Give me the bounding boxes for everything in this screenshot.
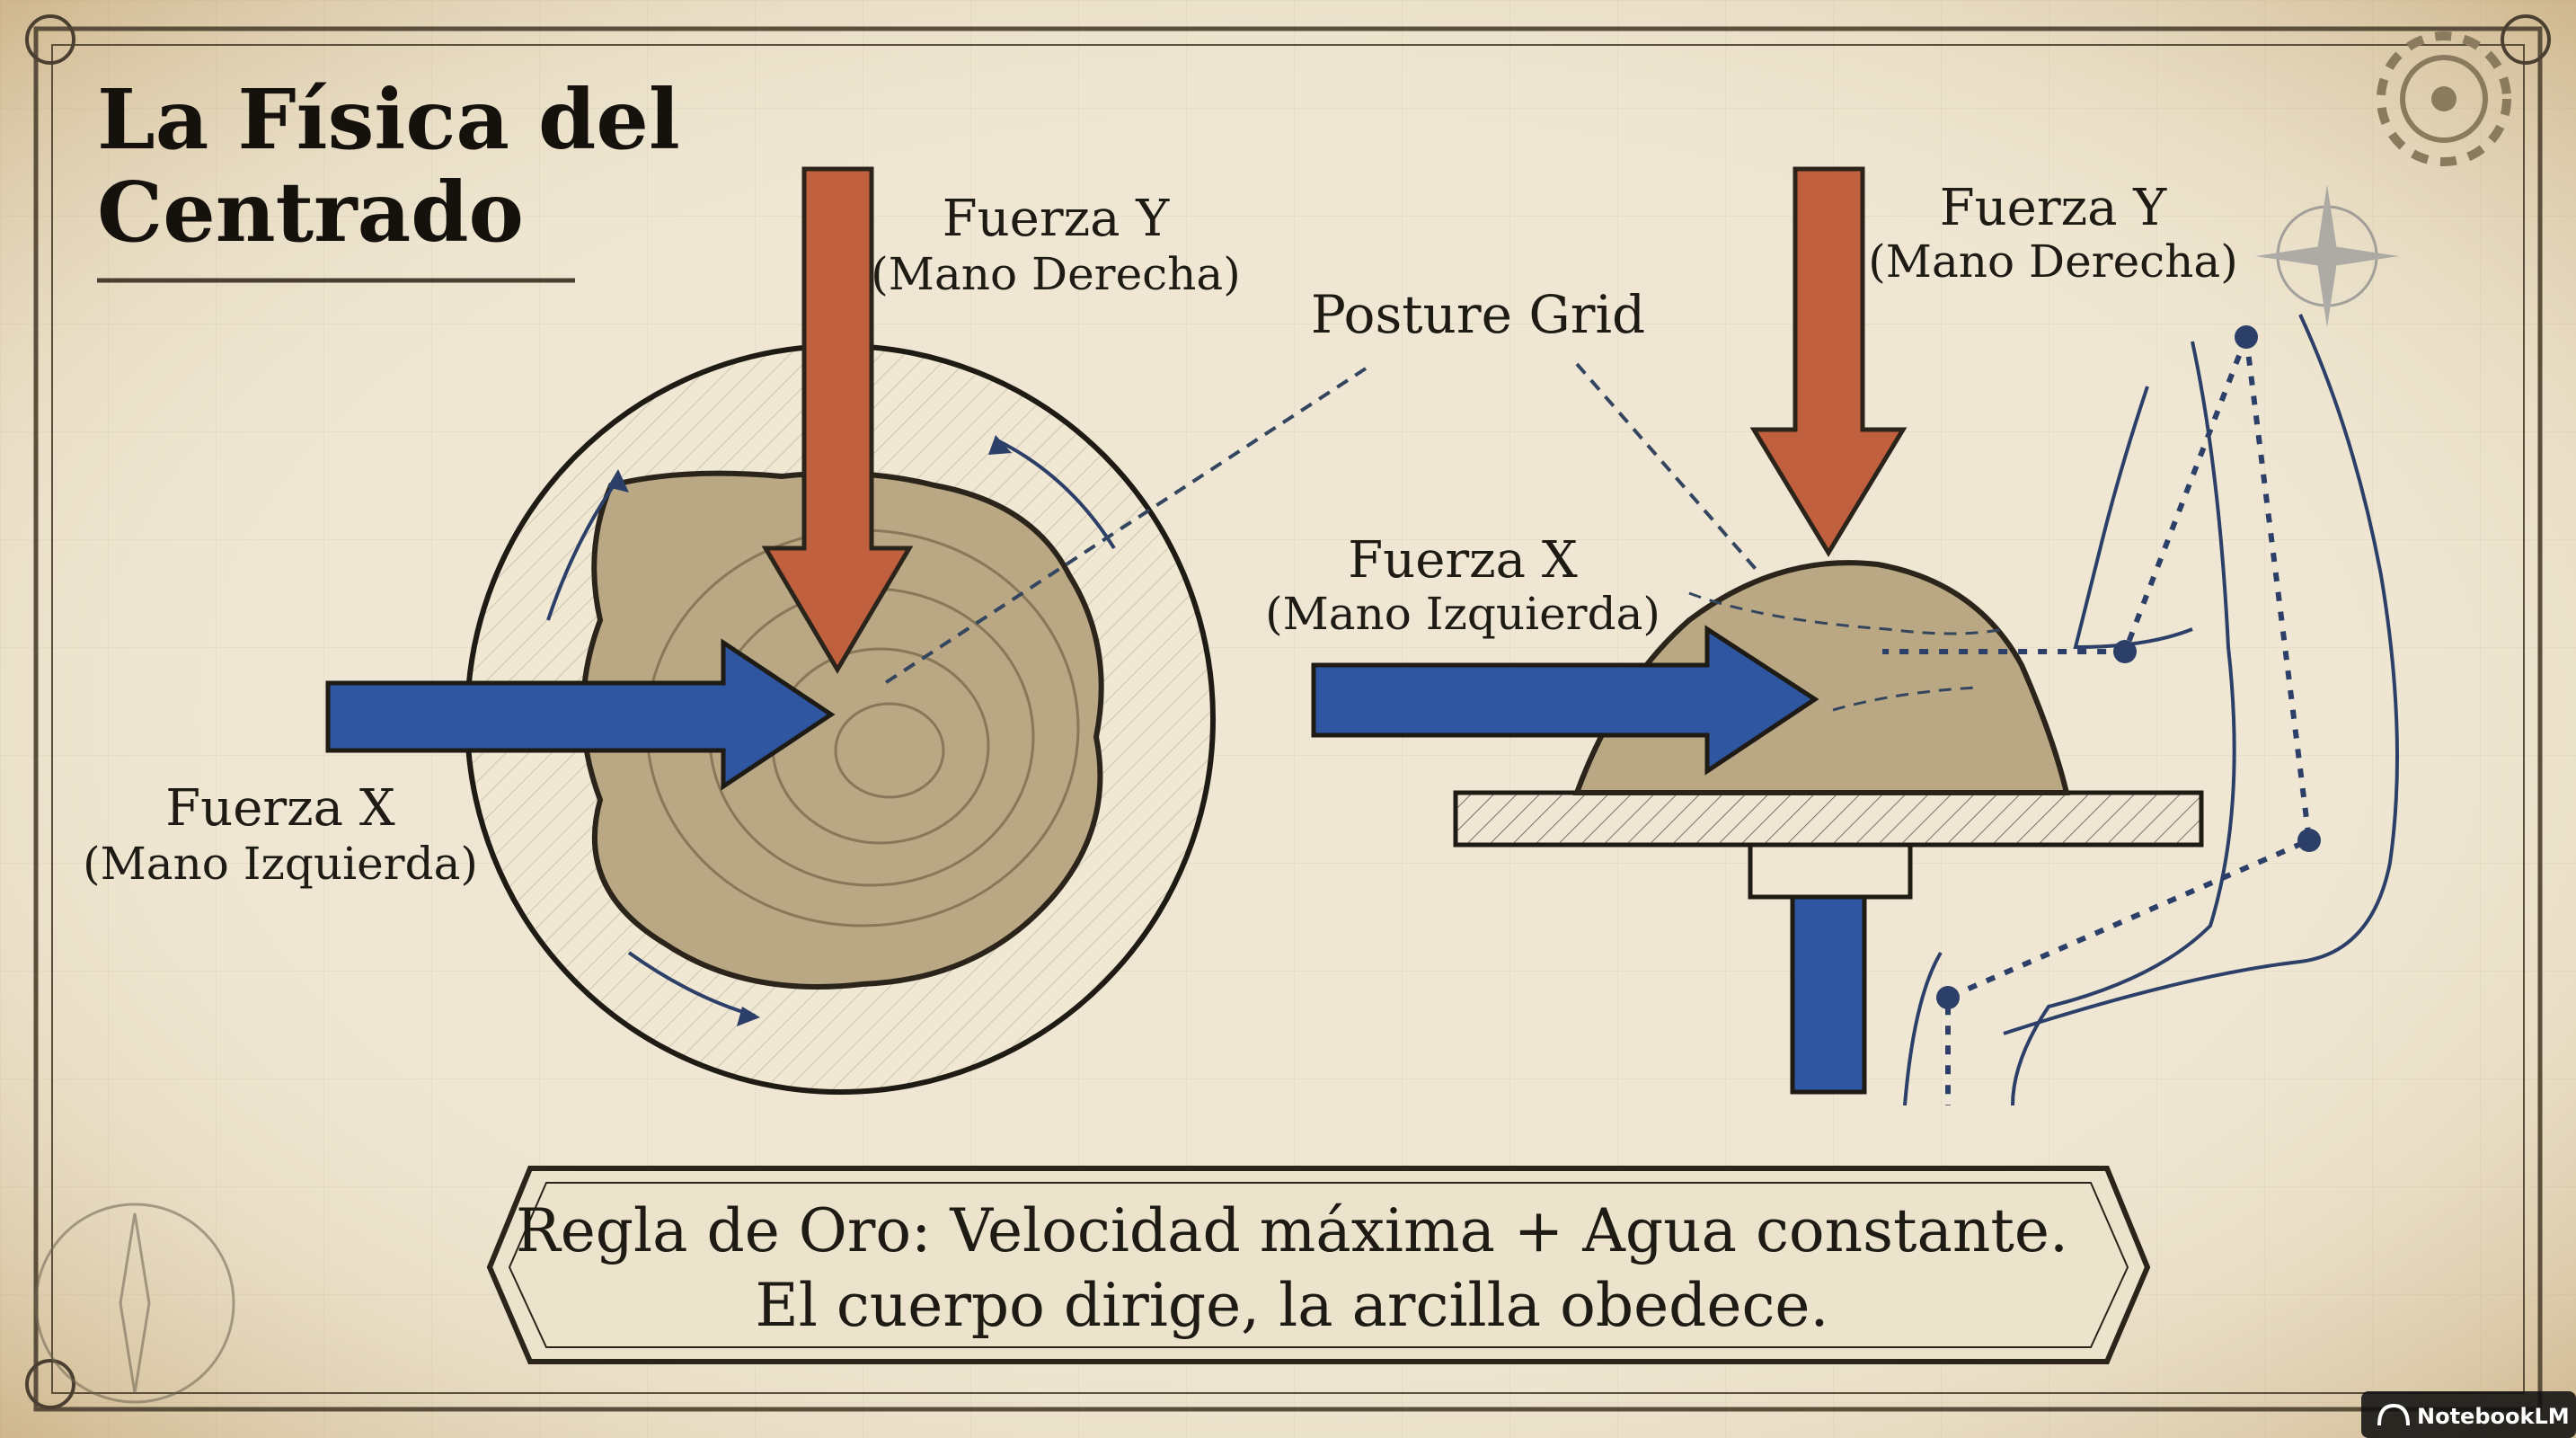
posture-joint-knee [1936, 986, 1960, 1009]
force-x-label-top: Fuerza X [165, 779, 395, 838]
force-y-label-side: Fuerza Y [1940, 179, 2168, 237]
posture-joint-elbow [2113, 640, 2137, 663]
golden-rule-line2: El cuerpo dirige, la arcilla obedece. [756, 1271, 1829, 1340]
wheel-bearing [1750, 845, 1910, 897]
posture-joint-head [2235, 325, 2258, 349]
wheel-shaft [1793, 885, 1864, 1092]
force-y-hand-label-top: (Mano Derecha) [871, 248, 1240, 300]
force-y-label-top: Fuerza Y [943, 190, 1171, 248]
force-x-label-side: Fuerza X [1348, 531, 1578, 590]
force-y-hand-label-side: (Mano Derecha) [1868, 235, 2237, 288]
page-title-line1: La Física del [97, 71, 680, 168]
posture-joint-hip [2297, 829, 2321, 852]
notebooklm-badge[interactable]: NotebookLM [2361, 1391, 2576, 1438]
golden-rule-line1: Regla de Oro: Velocidad máxima + Agua co… [516, 1196, 2068, 1265]
golden-rule-banner: Regla de Oro: Velocidad máxima + Agua co… [490, 1168, 2147, 1362]
force-x-hand-label-side: (Mano Izquierda) [1265, 588, 1660, 640]
page-title-line2: Centrado [97, 164, 524, 261]
force-x-hand-label-top: (Mano Izquierda) [83, 838, 478, 890]
notebooklm-label: NotebookLM [2417, 1404, 2570, 1429]
posture-grid-label: Posture Grid [1311, 284, 1645, 345]
